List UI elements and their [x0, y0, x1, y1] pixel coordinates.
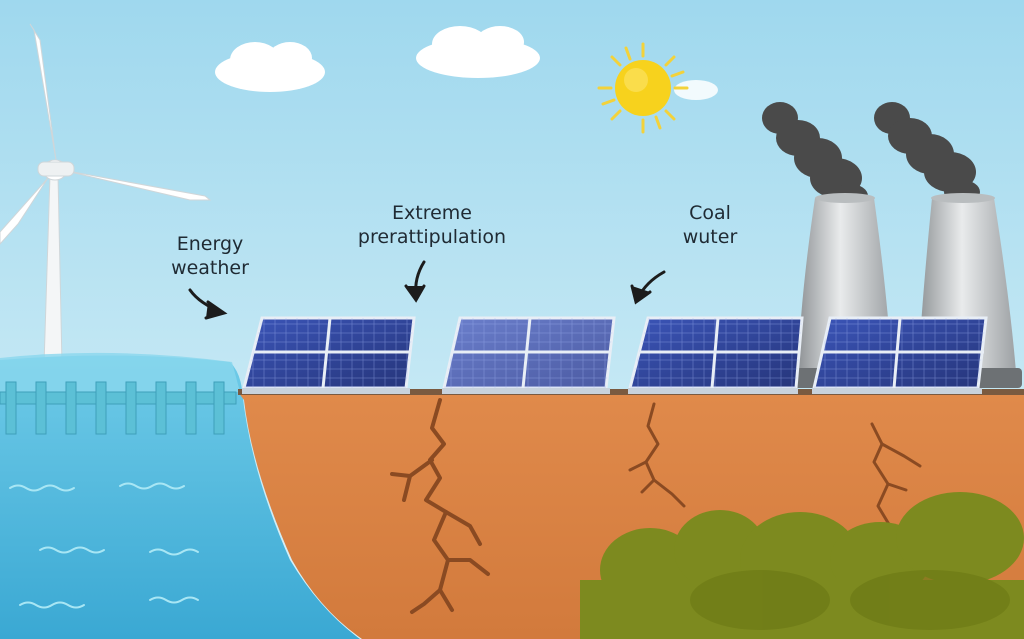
sun-icon [597, 42, 689, 134]
label-extreme-precipitation: Extreme prerattipulation [350, 201, 514, 249]
arrow-icon [188, 288, 228, 320]
water-body [0, 352, 360, 639]
label-coal-water-line2: wuter [682, 226, 738, 248]
cloud-icon [416, 26, 540, 78]
arrow-icon [404, 260, 426, 303]
label-coal-water: Coal wuter [660, 201, 760, 249]
label-extreme-precipitation-line2: prerattipulation [357, 226, 507, 248]
label-energy-weather-line1: Energy [176, 233, 244, 255]
arrow-icon [630, 270, 666, 305]
solar-panel-icon [442, 316, 616, 394]
soil-crack [870, 422, 922, 528]
label-energy-weather: Energy weather [150, 232, 270, 280]
cloud-icon [215, 42, 325, 92]
cloud-icon [674, 80, 718, 100]
soil-crack [390, 398, 490, 614]
label-extreme-precipitation-line1: Extreme [392, 202, 472, 224]
label-coal-water-line1: Coal [689, 202, 731, 224]
solar-panel-icon [628, 316, 804, 394]
soil-crack [628, 402, 686, 508]
solar-panel-icon [242, 316, 416, 394]
label-energy-weather-line2: weather [171, 257, 249, 279]
solar-panel-icon [812, 316, 988, 394]
